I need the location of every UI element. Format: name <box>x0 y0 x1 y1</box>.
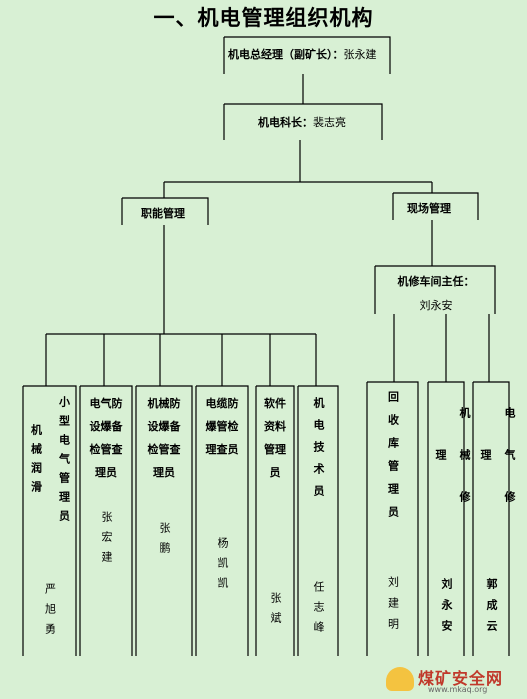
position-1-name: 严旭勇 <box>43 583 57 643</box>
top-box-border <box>223 36 391 74</box>
position-1-title2: 小型电气管理员 <box>57 395 71 529</box>
functional-box-border <box>121 197 209 225</box>
watermark-url: www.mkaq.org <box>428 685 488 694</box>
watermark-logo: 煤矿安全网 www.mkaq.org <box>386 665 521 695</box>
pos-box-6 <box>297 385 339 656</box>
mine-logo-icon <box>386 667 414 691</box>
chief-name: 裴志亮 <box>313 116 346 129</box>
position-4: 电缆防爆管检理查员 杨凯凯 <box>196 392 248 602</box>
position-1: 机械润滑 小型电气管理员 严旭勇 <box>23 392 76 648</box>
field-label: 现场管理 <box>407 202 451 215</box>
position-9-name: 郭成云 <box>485 577 498 641</box>
position-6-title: 机电技术员 <box>312 397 325 507</box>
watermark-text: 煤矿安全网 <box>418 669 504 688</box>
pos-box-7 <box>366 381 419 656</box>
pos-box-5 <box>255 385 295 656</box>
workshop-role: 机修车间主任： <box>397 275 475 288</box>
position-5-title-text: 软件资料管理员 <box>264 397 286 479</box>
position-5-name: 张斌 <box>269 592 282 632</box>
workshop-name: 刘永安 <box>419 299 453 312</box>
functional-label: 职能管理 <box>141 207 185 220</box>
position-8: 机械修理 刘永安 <box>428 390 471 644</box>
workshop-box-border <box>374 265 496 314</box>
pos-box-9 <box>472 381 510 656</box>
top-node: 机电总经理（副矿长）：张永建 <box>228 46 377 62</box>
position-6-name: 任志峰 <box>312 581 325 641</box>
page-title: 一、机电管理组织机构 <box>153 5 374 30</box>
position-1-title: 机械润滑 <box>29 424 43 500</box>
position-4-title-text: 电缆防爆管检理查员 <box>205 397 239 456</box>
top-role: 机电总经理（副矿长）： <box>228 48 344 61</box>
position-3: 机械防设爆备检管查理员 张鹏 <box>136 392 192 577</box>
position-7-name: 刘建明 <box>386 575 400 639</box>
top-name: 张永建 <box>343 48 377 61</box>
position-6: 机电技术员 任志峰 <box>298 392 338 646</box>
position-2: 电气防设爆备检管查理员 张宏建 <box>80 392 132 576</box>
position-8-title: 机械修理 <box>434 407 471 533</box>
position-3-title: 机械防设爆备检管查理员 <box>136 392 192 485</box>
position-2-name: 张宏建 <box>100 511 113 571</box>
position-9: 电气修理 郭成云 <box>473 390 516 644</box>
position-8-name: 刘永安 <box>440 577 453 641</box>
position-4-name: 杨凯凯 <box>216 537 229 597</box>
pos-box-8 <box>427 381 465 656</box>
chief-role: 机电科长： <box>258 116 313 129</box>
pos-box-4 <box>195 385 249 656</box>
position-2-title-text: 电气防设爆备检管查理员 <box>89 397 123 479</box>
position-9-title: 电气修理 <box>479 407 516 533</box>
field-box-border <box>392 192 479 220</box>
chief-box-border <box>223 103 383 140</box>
position-3-title-text: 机械防设爆备检管查理员 <box>147 397 181 479</box>
position-3-name: 张鹏 <box>158 522 171 562</box>
position-4-title: 电缆防爆管检理查员 <box>196 392 248 462</box>
position-2-title: 电气防设爆备检管查理员 <box>80 392 132 484</box>
chief-node: 机电科长：裴志亮 <box>258 114 346 130</box>
position-5-title: 软件资料管理员 <box>256 392 294 485</box>
pos-box-1 <box>22 385 77 656</box>
position-7-title: 回收库管理员 <box>386 391 400 529</box>
workshop-node: 机修车间主任： 刘永安 <box>380 273 492 313</box>
pos-box-3 <box>135 385 193 656</box>
position-7: 回收库管理员 刘建明 <box>367 390 418 642</box>
position-5: 软件资料管理员 张斌 <box>256 392 294 647</box>
pos-box-2 <box>79 385 133 656</box>
